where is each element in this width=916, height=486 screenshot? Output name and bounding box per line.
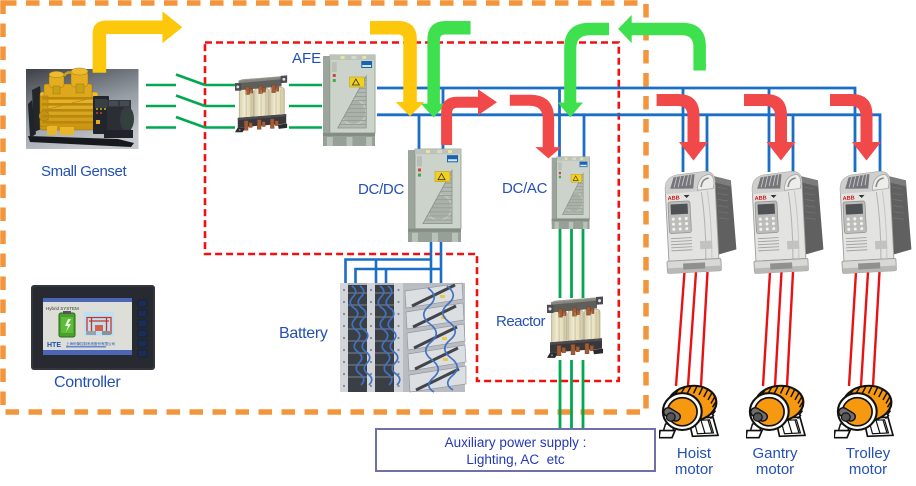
svg-text:上海珩隸控制系统股份有限公司: 上海珩隸控制系统股份有限公司 (66, 341, 115, 346)
svg-text:HTE: HTE (47, 342, 61, 349)
svg-text:Hybrid SYSTEM: Hybrid SYSTEM (46, 306, 79, 311)
